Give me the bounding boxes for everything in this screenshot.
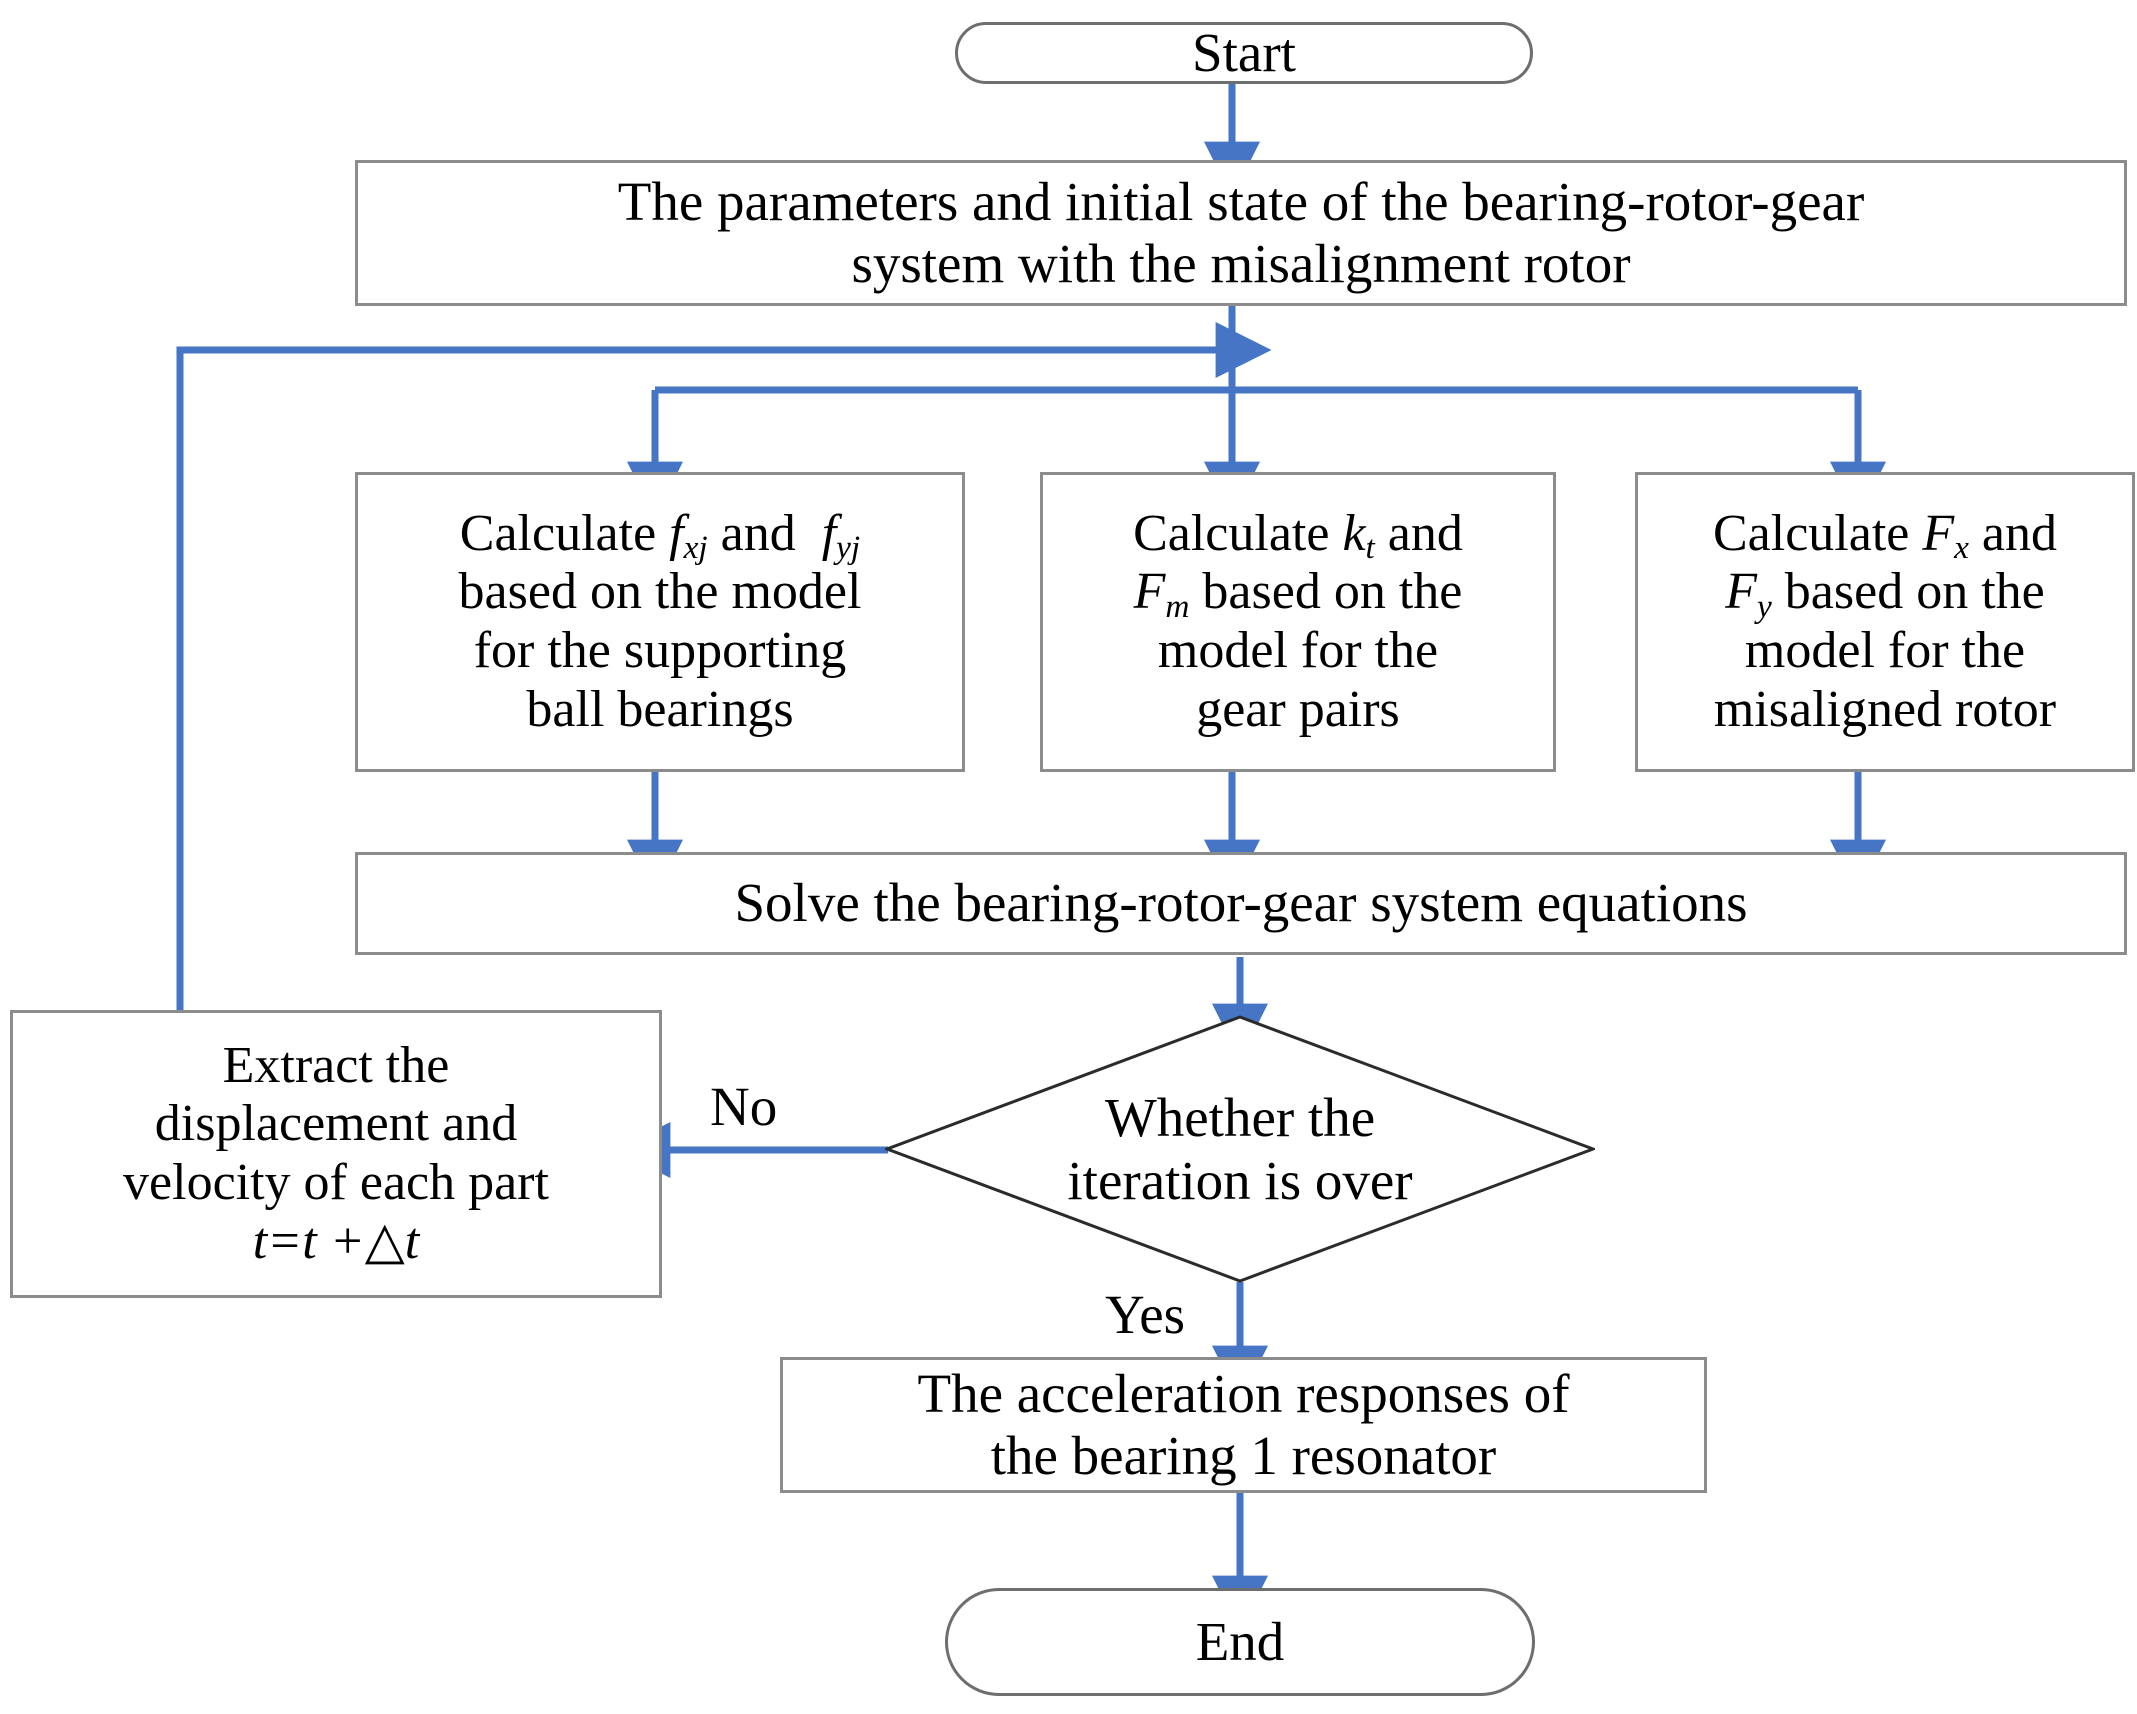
calc-rotor-symbol-1: Fx <box>1922 504 1969 567</box>
calc-rotor-prefix: Calculate <box>1713 504 1910 562</box>
node-decision-iteration-over[interactable]: Whether the iteration is over <box>885 1015 1595 1283</box>
node-acceleration-line1: The acceleration responses of <box>917 1362 1570 1424</box>
node-calculate-bearing-line2: based on the model <box>458 563 862 621</box>
node-calculate-rotor-forces[interactable]: Calculate Fx and Fy based on the model f… <box>1635 472 2135 772</box>
node-calculate-gear-line3: model for the <box>1157 622 1439 679</box>
edge-label-no: No <box>710 1076 778 1137</box>
calc-bearing-conjunction: and <box>720 504 796 562</box>
calc-bearing-symbol-2: fyj <box>821 504 861 567</box>
node-calculate-rotor-line2: Fy based on the <box>1725 563 2045 625</box>
node-extract-displacement-velocity[interactable]: Extract the displacement and velocity of… <box>10 1010 662 1298</box>
calc-gear-line2-rest: based on the <box>1202 563 1463 621</box>
node-calculate-rotor-line1: Calculate Fx and <box>1713 504 2057 567</box>
node-parameters-line2: system with the misalignment rotor <box>851 233 1631 294</box>
node-end-label: End <box>1195 1610 1285 1672</box>
calc-bearing-prefix: Calculate <box>459 504 657 562</box>
node-extract-line1: Extract the <box>222 1036 450 1094</box>
node-calculate-gear-mesh[interactable]: Calculate kt and Fm based on the model f… <box>1040 472 1556 772</box>
node-end[interactable]: End <box>945 1588 1535 1696</box>
calc-rotor-symbol-2: Fy <box>1725 563 1772 625</box>
node-calculate-bearing-forces[interactable]: Calculate fxj and fyj based on the model… <box>355 472 965 772</box>
calc-bearing-symbol-1: fxj <box>669 504 708 567</box>
node-extract-line2: displacement and <box>154 1095 518 1153</box>
node-parameters[interactable]: The parameters and initial state of the … <box>355 160 2127 306</box>
node-calculate-gear-line2: Fm based on the <box>1133 563 1463 625</box>
edge-label-yes: Yes <box>1105 1284 1186 1345</box>
node-parameters-line1: The parameters and initial state of the … <box>617 170 1865 232</box>
node-calculate-gear-line1: Calculate kt and <box>1133 504 1463 567</box>
edge-fanout-branches <box>627 386 1886 518</box>
calc-gear-symbol-2: Fm <box>1133 563 1190 625</box>
decision-text-block: Whether the iteration is over <box>885 1015 1595 1283</box>
node-acceleration-line2: the bearing 1 resonator <box>990 1425 1497 1486</box>
node-acceleration-responses[interactable]: The acceleration responses of the bearin… <box>780 1357 1707 1493</box>
node-solve-label: Solve the bearing-rotor-gear system equa… <box>734 872 1748 934</box>
edge-branches-to-solve <box>627 772 1886 896</box>
node-extract-line3: velocity of each part <box>123 1154 549 1211</box>
node-calculate-bearing-line1: Calculate fxj and fyj <box>459 504 861 567</box>
node-calculate-rotor-line4: misaligned rotor <box>1713 680 2057 738</box>
node-extract-time-formula: t=t +△t <box>252 1212 420 1270</box>
node-calculate-bearing-line4: ball bearings <box>526 680 794 738</box>
node-solve-equations[interactable]: Solve the bearing-rotor-gear system equa… <box>355 852 2127 955</box>
node-start[interactable]: Start <box>955 22 1533 84</box>
node-decision-line2: iteration is over <box>1067 1150 1413 1211</box>
calc-gear-prefix: Calculate <box>1133 504 1330 562</box>
calc-rotor-conjunction: and <box>1981 504 2057 562</box>
calc-gear-conjunction: and <box>1387 504 1463 562</box>
node-calculate-gear-line4: gear pairs <box>1196 680 1400 738</box>
node-calculate-bearing-line3: for the supporting <box>473 622 847 679</box>
calc-gear-symbol-1: kt <box>1342 504 1375 567</box>
node-calculate-rotor-line3: model for the <box>1744 622 2026 679</box>
node-start-label: Start <box>1192 21 1296 83</box>
node-decision-line1: Whether the <box>1104 1086 1376 1148</box>
calc-rotor-line2-rest: based on the <box>1784 563 2045 621</box>
decision-diamond-shape <box>885 1015 1595 1283</box>
